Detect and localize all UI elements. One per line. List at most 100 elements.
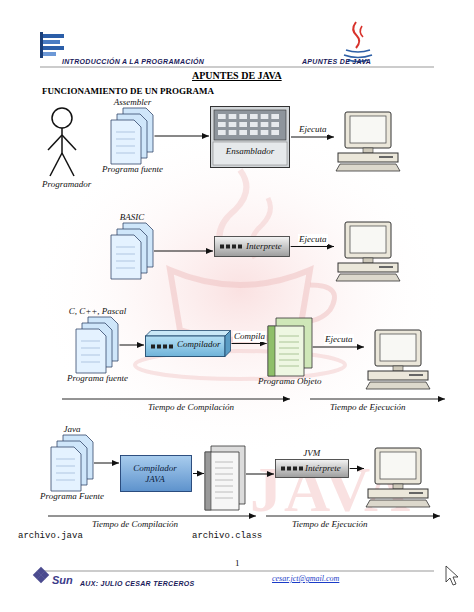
text-line (215, 468, 233, 469)
panel-cell (229, 114, 237, 119)
flow-arrow (246, 474, 274, 475)
jvm-box: JVMIntérprete (275, 448, 349, 478)
document-stack-outline (51, 435, 93, 491)
time-label: Tiempo de Compilación (148, 402, 234, 413)
panel-cell (239, 130, 247, 135)
computer-outline (365, 446, 431, 508)
header-text: APUNTES DE JAVA (302, 58, 371, 66)
java-compiler-box-shape: Compilador JAVA (120, 455, 192, 492)
indicator-square (220, 245, 224, 249)
monitor (345, 222, 391, 258)
document-stack-shape (111, 108, 153, 164)
monitor-neck (393, 366, 403, 371)
interpreter-box-shape: Interprete (214, 236, 290, 257)
box-text: Compilador (177, 339, 221, 350)
object-program-outline (268, 318, 312, 376)
programmer-figure-part (61, 128, 63, 153)
section-heading: FUNCIONAMIENTO DE UN PROGRAMA (42, 86, 214, 97)
indicator-square (232, 245, 236, 249)
computer-outline (335, 220, 401, 282)
text-line (279, 360, 299, 361)
flow-arrow (313, 347, 364, 348)
panel-cell (261, 122, 269, 127)
text-line (81, 348, 100, 349)
document-stack: AssemblerPrograma fuente (102, 97, 163, 175)
file-name: archivo.class (192, 531, 262, 542)
node-caption: Programa fuente (67, 373, 128, 384)
box-body (146, 336, 226, 357)
computer-outline (335, 110, 401, 172)
header-text: INTRODUCCIÓN A LA PROGRAMACIÓN (62, 58, 204, 66)
time-label: Tiempo de Compilación (92, 519, 178, 530)
java-compiler-box-outline (120, 455, 192, 492)
text-line (56, 459, 75, 460)
box-text: Interprete (246, 241, 282, 252)
drive-slot (379, 266, 393, 268)
programmer-figure-part (50, 153, 62, 176)
panel-cell (250, 122, 258, 127)
programmer-figure (48, 108, 76, 176)
box-body (276, 460, 349, 478)
label-plate (213, 142, 287, 165)
screen (380, 334, 416, 361)
panel-cell (218, 114, 226, 119)
header-logo-part (40, 32, 43, 58)
arrow-label: Ejecuta (298, 234, 328, 245)
header-logo-part (42, 46, 64, 50)
time-arrows-part (310, 399, 445, 400)
flow-arrow (193, 473, 204, 474)
machine-body (211, 107, 290, 168)
box-text: Intérprete (305, 463, 341, 474)
class-file (205, 446, 245, 510)
text-line (116, 247, 135, 248)
java-logo (344, 22, 372, 62)
text-line (279, 366, 299, 367)
text-line (116, 139, 135, 140)
node-heading: Java (63, 424, 80, 435)
flow-arrow (232, 343, 267, 344)
object-program: Programa Objeto (258, 318, 321, 387)
drive-slot (409, 374, 423, 376)
indicator-square (163, 345, 167, 349)
page-sheet (268, 326, 304, 376)
sun-logo (33, 567, 49, 583)
text-line (116, 153, 135, 154)
panel-cell (218, 122, 226, 127)
class-file-outline (205, 446, 245, 510)
assembler-machine-outline (210, 106, 290, 168)
text-line (279, 354, 299, 355)
node-heading: BASIC (120, 212, 145, 223)
time-arrows-part (62, 399, 290, 400)
system-unit (368, 371, 428, 380)
compiler-box: Compilador (145, 330, 231, 357)
system-unit (338, 153, 398, 162)
text-line (116, 261, 135, 262)
header-logo (40, 32, 64, 58)
text-line (215, 492, 233, 493)
box-text: Ensamblador (216, 146, 284, 157)
time-arrows (48, 399, 445, 516)
text-line (56, 473, 75, 474)
text-line (56, 480, 75, 481)
sun-logo-part (37, 575, 45, 583)
indicator-square (293, 467, 297, 471)
email-address: cesar.jct@gmail.com (272, 574, 339, 584)
monitor-neck (363, 258, 373, 263)
background-cup-watermark (30, 120, 450, 460)
sun-logo-part (37, 567, 45, 575)
cursor-icon (446, 566, 458, 585)
class-file-shape (205, 446, 245, 510)
background-cup-watermark-part (30, 120, 450, 460)
node-caption: Programa fuente (102, 164, 163, 175)
computer-shape (335, 110, 401, 172)
drive-slot (409, 492, 423, 494)
binding-strip (268, 326, 275, 376)
monitor (345, 112, 391, 148)
text-line (116, 268, 135, 269)
java-logo-part (360, 26, 363, 37)
page-title: APUNTES DE JAVA (192, 70, 282, 82)
footer-rule (40, 571, 434, 572)
computer (335, 110, 401, 172)
binding-strip (205, 452, 211, 510)
